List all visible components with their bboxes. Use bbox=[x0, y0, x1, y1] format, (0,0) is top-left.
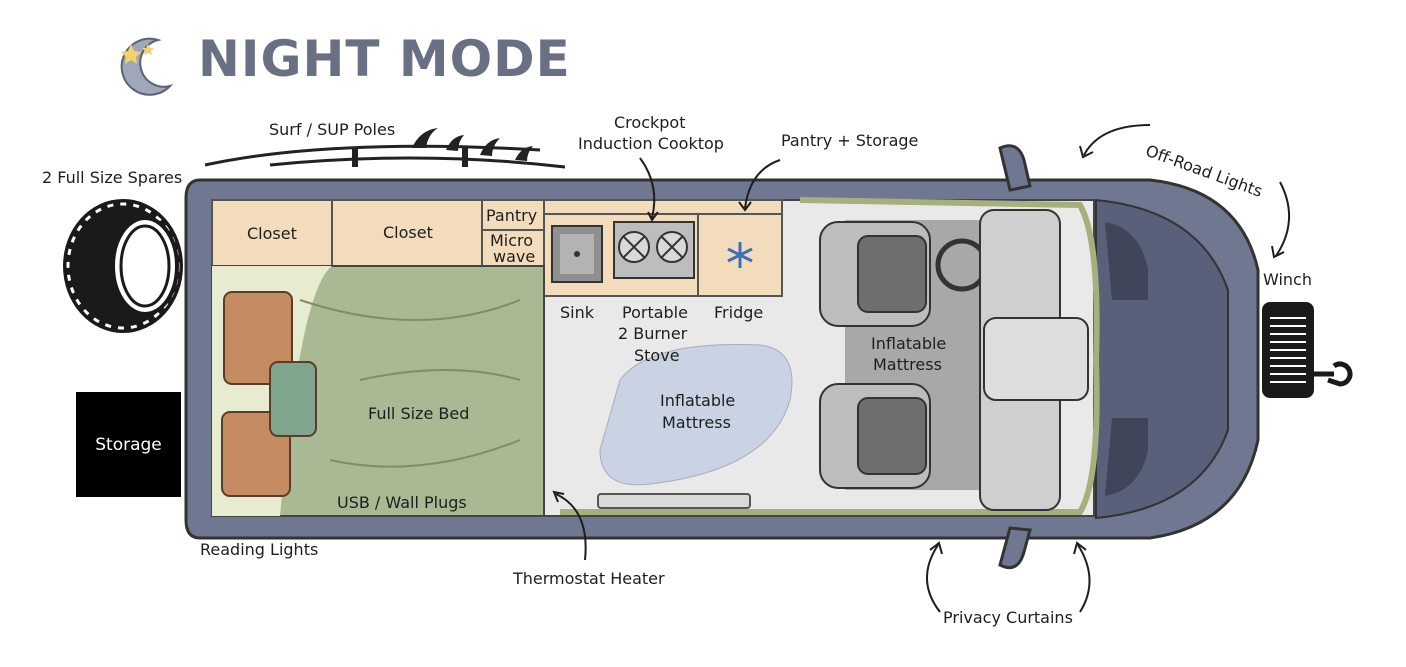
surf-sup-poles-illustration bbox=[204, 128, 566, 169]
snowflake-icon bbox=[727, 242, 753, 268]
label-fridge: Fridge bbox=[714, 303, 764, 322]
spare-tire-icon bbox=[63, 199, 183, 333]
arrow-crockpot bbox=[639, 157, 656, 219]
label-crockpot-2: Induction Cooktop bbox=[578, 134, 724, 153]
label-microwave-1: Micro bbox=[490, 231, 534, 250]
label-stove-3: Stove bbox=[634, 346, 680, 365]
label-inflatable-front-2: Mattress bbox=[873, 355, 942, 374]
storage-box: Storage bbox=[76, 392, 181, 497]
label-spares: 2 Full Size Spares bbox=[42, 168, 183, 187]
label-closet-2: Closet bbox=[383, 223, 433, 242]
label-inflatable-center-2: Mattress bbox=[662, 413, 731, 432]
label-stove-2: 2 Burner bbox=[618, 324, 688, 343]
label-surf-sup-poles: Surf / SUP Poles bbox=[269, 120, 396, 139]
arrow-privacy-right bbox=[1077, 544, 1091, 613]
arrow-privacy-left bbox=[926, 544, 941, 613]
label-usb: USB / Wall Plugs bbox=[337, 493, 467, 512]
front-seats bbox=[819, 209, 1089, 511]
arrow-offroad-top bbox=[1083, 124, 1151, 156]
center-inflatable-mattress bbox=[599, 343, 793, 486]
label-stove-1: Portable bbox=[622, 303, 688, 322]
arrow-pantry-storage bbox=[744, 159, 781, 209]
label-privacy-curtains: Privacy Curtains bbox=[943, 608, 1073, 627]
label-pantry-storage: Pantry + Storage bbox=[781, 131, 919, 150]
storage-label: Storage bbox=[95, 434, 162, 455]
label-full-bed: Full Size Bed bbox=[368, 404, 470, 423]
sink-icon bbox=[551, 225, 603, 283]
stove-icon bbox=[613, 221, 695, 279]
label-inflatable-front-1: Inflatable bbox=[871, 334, 947, 353]
label-crockpot-1: Crockpot bbox=[614, 113, 686, 132]
label-microwave-2: wave bbox=[493, 247, 536, 266]
winch-icon bbox=[1262, 302, 1353, 398]
page-title: NIGHT MODE bbox=[198, 30, 571, 88]
privacy-curtain-edge bbox=[560, 197, 1100, 515]
pillow-icon bbox=[221, 291, 317, 497]
label-reading-lights: Reading Lights bbox=[200, 540, 319, 559]
heater-unit bbox=[597, 493, 751, 509]
arrow-offroad-winch bbox=[1275, 181, 1290, 257]
arrow-thermostat bbox=[555, 493, 587, 561]
annotation-arrows bbox=[552, 124, 1290, 613]
label-thermostat: Thermostat Heater bbox=[513, 569, 665, 588]
moon-stars-icon bbox=[120, 37, 174, 96]
label-winch: Winch bbox=[1263, 270, 1312, 289]
label-sink: Sink bbox=[560, 303, 595, 322]
label-closet-1: Closet bbox=[247, 224, 297, 243]
label-inflatable-center-1: Inflatable bbox=[660, 391, 736, 410]
label-pantry: Pantry bbox=[486, 206, 538, 225]
